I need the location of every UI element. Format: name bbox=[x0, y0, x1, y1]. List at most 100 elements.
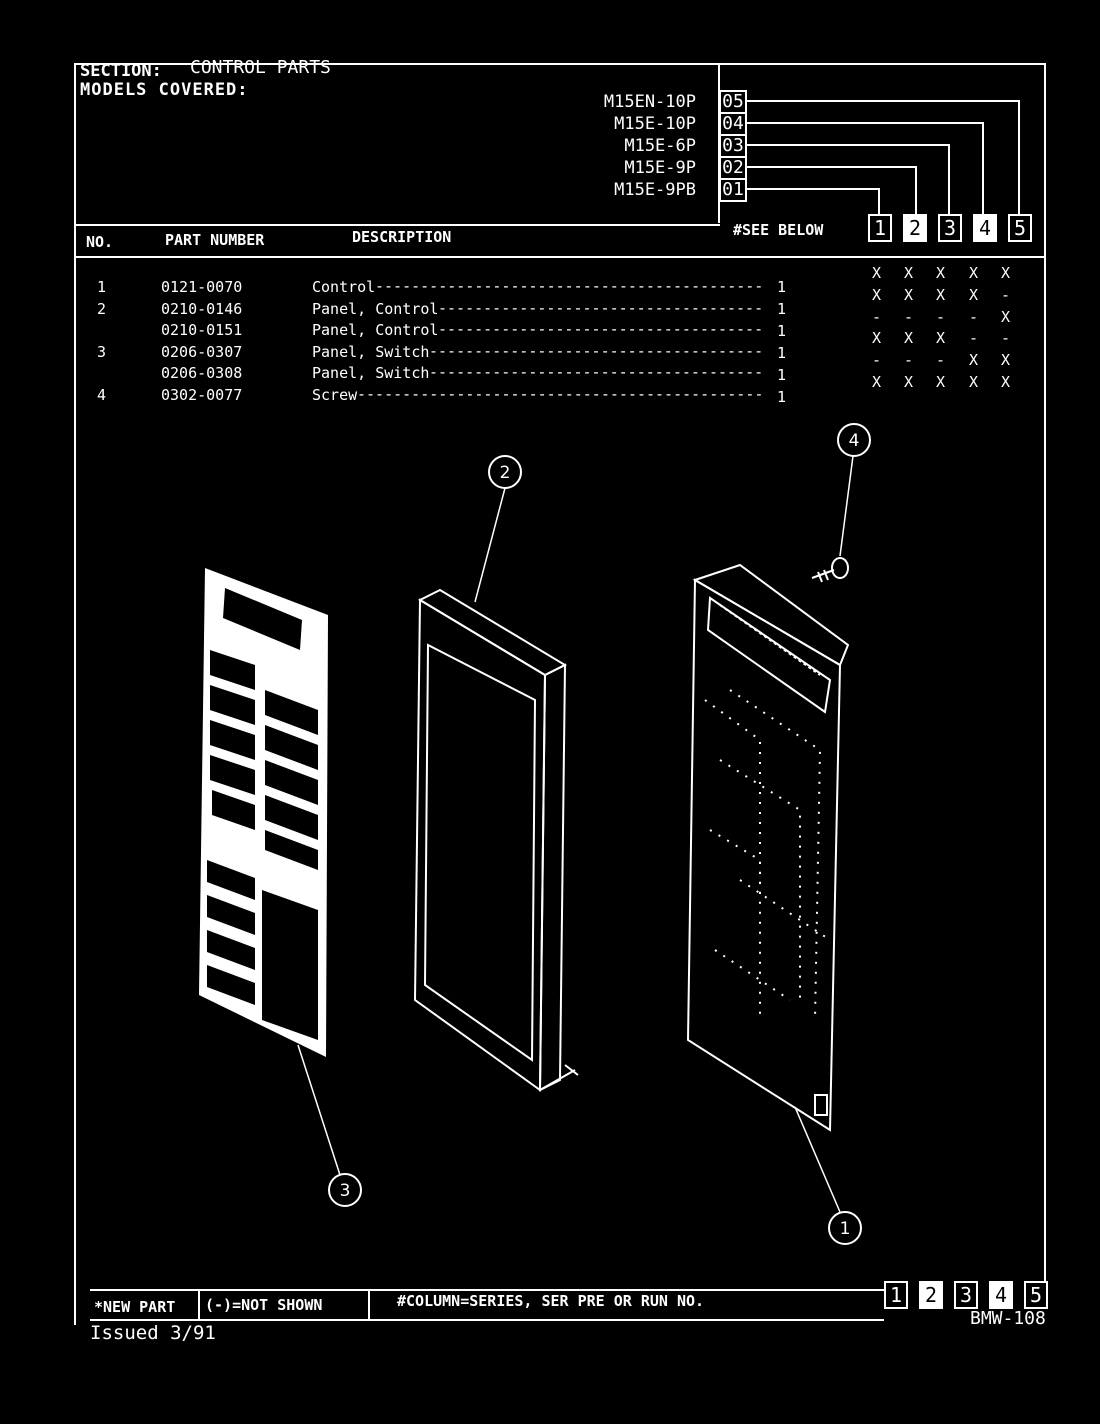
column-note: #COLUMN=SERIES, SER PRE OR RUN NO. bbox=[397, 1292, 705, 1310]
series-mark: X bbox=[1001, 373, 1011, 391]
series-mark: - bbox=[904, 351, 914, 370]
control-board-part bbox=[686, 563, 850, 1132]
model-connector bbox=[747, 166, 915, 168]
series-mark: X bbox=[872, 373, 882, 391]
series-box: 2 bbox=[903, 214, 927, 242]
part-number: 0206-0308 bbox=[161, 364, 243, 382]
item-number: 2 bbox=[97, 299, 107, 318]
series-box: 4 bbox=[973, 214, 997, 242]
callout-group: 1 2 3 4 bbox=[328, 423, 871, 1245]
series-box: 1 bbox=[868, 214, 892, 242]
series-mark: - bbox=[872, 351, 882, 370]
model-connector bbox=[747, 188, 878, 190]
part-number: 0210-0151 bbox=[161, 321, 243, 339]
series-mark: X bbox=[1001, 351, 1011, 370]
item-number: 4 bbox=[97, 385, 107, 404]
left-border bbox=[74, 63, 76, 1325]
model-connector bbox=[878, 188, 880, 220]
series-mark: X bbox=[904, 285, 914, 304]
part-number: 0206-0307 bbox=[161, 342, 243, 361]
col-see-below: #SEE BELOW bbox=[733, 221, 824, 239]
part-number: 0121-0070 bbox=[161, 278, 243, 296]
col-description: DESCRIPTION bbox=[352, 228, 452, 246]
leader-dashes: ----------------------------------------… bbox=[438, 298, 762, 317]
series-mark: - bbox=[1001, 285, 1011, 304]
callout-circle bbox=[828, 1211, 862, 1245]
callout-label: 4 bbox=[849, 431, 860, 451]
series-mark: X bbox=[872, 264, 882, 282]
leader-dashes: ----------------------------------------… bbox=[438, 320, 762, 338]
series-mark: X bbox=[969, 373, 979, 391]
series-mark: X bbox=[936, 329, 946, 348]
series-box: 5 bbox=[1008, 214, 1032, 242]
leader-dashes: ----------------------------------------… bbox=[375, 277, 762, 295]
footer-divider-1 bbox=[198, 1291, 200, 1319]
series-box: 5 bbox=[1024, 1281, 1048, 1309]
table-row: 4 0302-0077 Screw-------------------------… bbox=[0, 373, 1100, 407]
model-name: M15E-9P bbox=[624, 158, 696, 178]
model-name: M15E-10P bbox=[614, 114, 696, 134]
series-mark: X bbox=[1001, 264, 1011, 282]
new-part-legend: *NEW PART bbox=[94, 1298, 176, 1316]
series-mark: - bbox=[904, 307, 914, 326]
quantity: 1 bbox=[777, 344, 787, 362]
model-connector bbox=[948, 144, 950, 220]
leader-dashes: ----------------------------------------… bbox=[357, 384, 762, 403]
footer-bottom-border bbox=[90, 1319, 884, 1321]
callout-circle bbox=[488, 455, 522, 489]
model-connector bbox=[747, 144, 948, 146]
part-number: 0302-0077 bbox=[161, 385, 243, 404]
quantity: 1 bbox=[777, 278, 787, 296]
callout-label: 2 bbox=[500, 463, 511, 483]
not-shown-legend: (-)=NOT SHOWN bbox=[205, 1296, 323, 1314]
quantity: 1 bbox=[777, 388, 787, 406]
callout-circle bbox=[328, 1173, 362, 1207]
model-connector bbox=[1018, 100, 1020, 220]
series-mark: - bbox=[936, 307, 946, 326]
part-description: Panel, Control bbox=[312, 299, 439, 318]
model-name: M15E-6P bbox=[624, 136, 696, 156]
part-description: Control bbox=[312, 278, 376, 296]
series-box: 3 bbox=[954, 1281, 978, 1309]
series-mark: X bbox=[904, 264, 914, 282]
series-mark: X bbox=[936, 285, 946, 304]
series-mark: X bbox=[1001, 307, 1011, 326]
issued-date: Issued 3/91 bbox=[90, 1322, 216, 1344]
callout-label: 1 bbox=[840, 1219, 851, 1239]
footer-top-border bbox=[90, 1289, 884, 1291]
series-box: 2 bbox=[919, 1281, 943, 1309]
part-description: Panel, Switch bbox=[312, 364, 430, 382]
model-connector bbox=[747, 122, 982, 124]
control-panel-part bbox=[413, 588, 579, 1092]
series-mark: - bbox=[1001, 329, 1011, 348]
item-number: 3 bbox=[97, 342, 107, 361]
right-border bbox=[1044, 63, 1046, 1303]
section-value: CONTROL PARTS bbox=[190, 57, 331, 78]
item-number: 1 bbox=[97, 278, 107, 296]
part-description: Panel, Control bbox=[312, 321, 439, 339]
series-mark: X bbox=[872, 329, 882, 348]
series-mark: X bbox=[936, 373, 946, 391]
model-name: M15EN-10P bbox=[603, 92, 696, 112]
series-mark: X bbox=[904, 373, 914, 391]
footer-divider-2 bbox=[368, 1291, 370, 1319]
part-description: Screw bbox=[312, 385, 358, 404]
leader-dashes: ----------------------------------------… bbox=[429, 341, 762, 360]
series-mark: X bbox=[969, 285, 979, 304]
callout-label: 3 bbox=[340, 1181, 351, 1201]
table-row: 1 0121-0070 Control-----------------------… bbox=[0, 264, 1100, 299]
document-id: BMW-108 bbox=[970, 1308, 1046, 1329]
switch-panel-part bbox=[199, 568, 328, 1057]
model-connector bbox=[915, 166, 917, 220]
series-box: 3 bbox=[938, 214, 962, 242]
models-label: MODELS COVERED: bbox=[80, 80, 249, 100]
header-bottom-border bbox=[74, 224, 720, 226]
model-connector bbox=[982, 122, 984, 220]
series-mark: - bbox=[969, 307, 979, 326]
model-connector bbox=[747, 100, 1018, 102]
callout-circle bbox=[837, 423, 871, 457]
section-label: SECTION: bbox=[80, 61, 162, 81]
